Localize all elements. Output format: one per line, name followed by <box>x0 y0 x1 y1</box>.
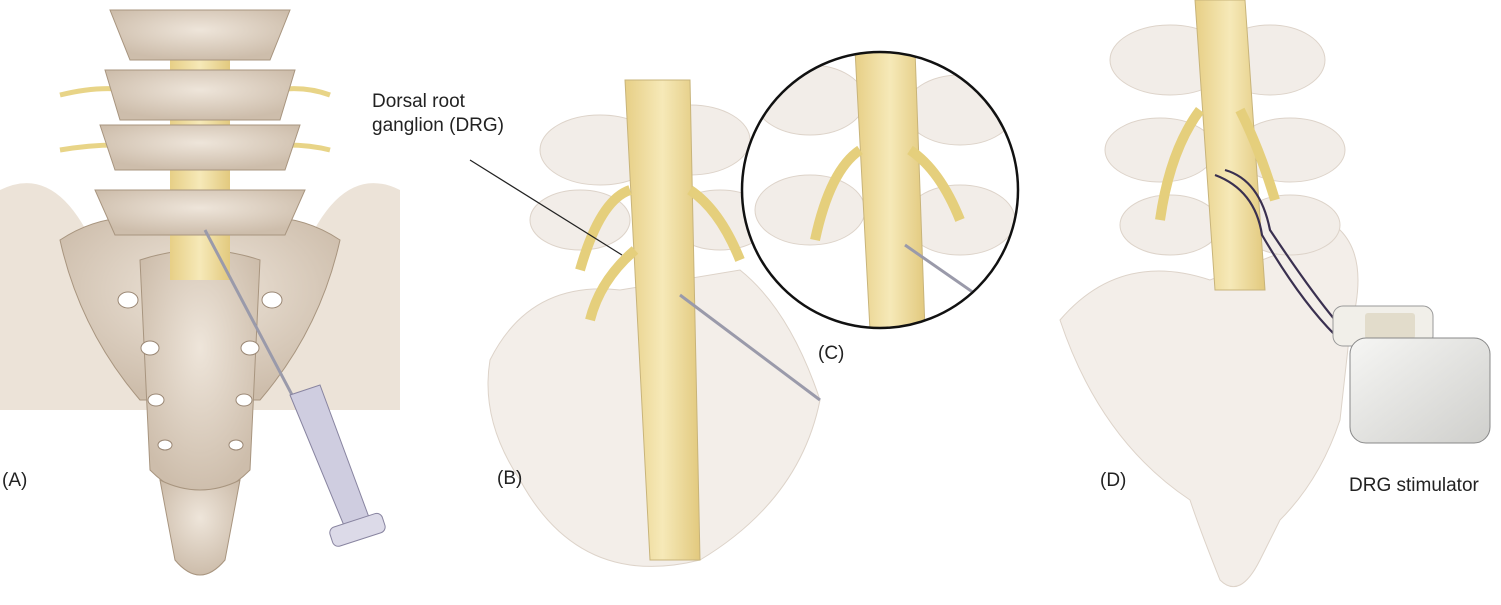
panel-a-label: (A) <box>2 470 28 491</box>
panel-a-spine-anterior <box>0 9 400 576</box>
drg-stimulator-label: DRG stimulator <box>1349 475 1479 496</box>
panel-b-spine-oblique <box>469 79 821 567</box>
panel-d-label: (D) <box>1100 470 1127 491</box>
panel-c-magnified-inset <box>740 50 1020 330</box>
stimulator-device-icon <box>1349 337 1491 444</box>
drg-callout-line2: ganglion (DRG) <box>372 115 504 136</box>
panel-c-label: (C) <box>818 343 845 364</box>
panel-b-label: (B) <box>497 468 523 489</box>
drg-callout-line1: Dorsal root <box>372 91 465 112</box>
panel-d-implanted-stimulator <box>1059 0 1491 588</box>
drg-callout: Dorsal root ganglion (DRG) <box>372 90 504 138</box>
